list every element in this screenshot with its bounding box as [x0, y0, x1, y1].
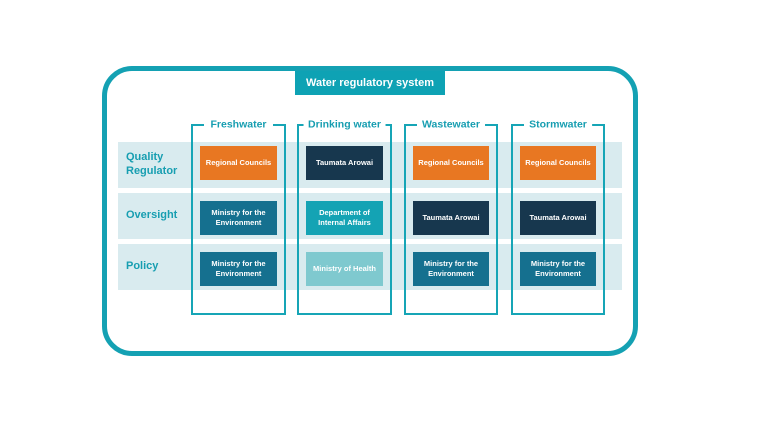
org-box: Ministry for the Environment — [520, 252, 596, 286]
org-box: Regional Councils — [200, 146, 277, 180]
system-boundary-border — [102, 66, 638, 356]
column-label-drinking-water: Drinking water — [303, 118, 386, 131]
diagram-title: Water regulatory system — [295, 71, 445, 95]
column-bracket-right — [273, 124, 286, 126]
org-box: Ministry of Health — [306, 252, 383, 286]
column-freshwater: Freshwater Regional Councils Ministry fo… — [191, 118, 286, 315]
column-bracket-right — [485, 124, 498, 126]
column-label-wastewater: Wastewater — [417, 118, 485, 131]
column-wastewater: Wastewater Regional Councils Taumata Aro… — [404, 118, 498, 315]
column-bracket-right — [592, 124, 605, 126]
row-label-quality-regulator: Quality Regulator — [126, 151, 178, 177]
org-box: Regional Councils — [520, 146, 596, 180]
org-box: Taumata Arowai — [413, 201, 489, 235]
org-box: Department of Internal Affairs — [306, 201, 383, 235]
column-label-stormwater: Stormwater — [524, 118, 592, 131]
org-box: Ministry for the Environment — [200, 201, 277, 235]
column-bracket-left — [511, 124, 524, 126]
column-bracket-left — [404, 124, 417, 126]
column-drinking-water: Drinking water Taumata Arowai Department… — [297, 118, 392, 315]
row-label-policy: Policy — [126, 260, 159, 273]
org-box: Ministry for the Environment — [200, 252, 277, 286]
org-box: Ministry for the Environment — [413, 252, 489, 286]
org-box: Taumata Arowai — [520, 201, 596, 235]
diagram-title-text: Water regulatory system — [306, 77, 434, 89]
row-label-oversight: Oversight — [126, 209, 178, 222]
org-box: Regional Councils — [413, 146, 489, 180]
org-box: Taumata Arowai — [306, 146, 383, 180]
column-stormwater: Stormwater Regional Councils Taumata Aro… — [511, 118, 605, 315]
column-label-freshwater: Freshwater — [205, 118, 272, 131]
column-bracket-left — [191, 124, 204, 126]
